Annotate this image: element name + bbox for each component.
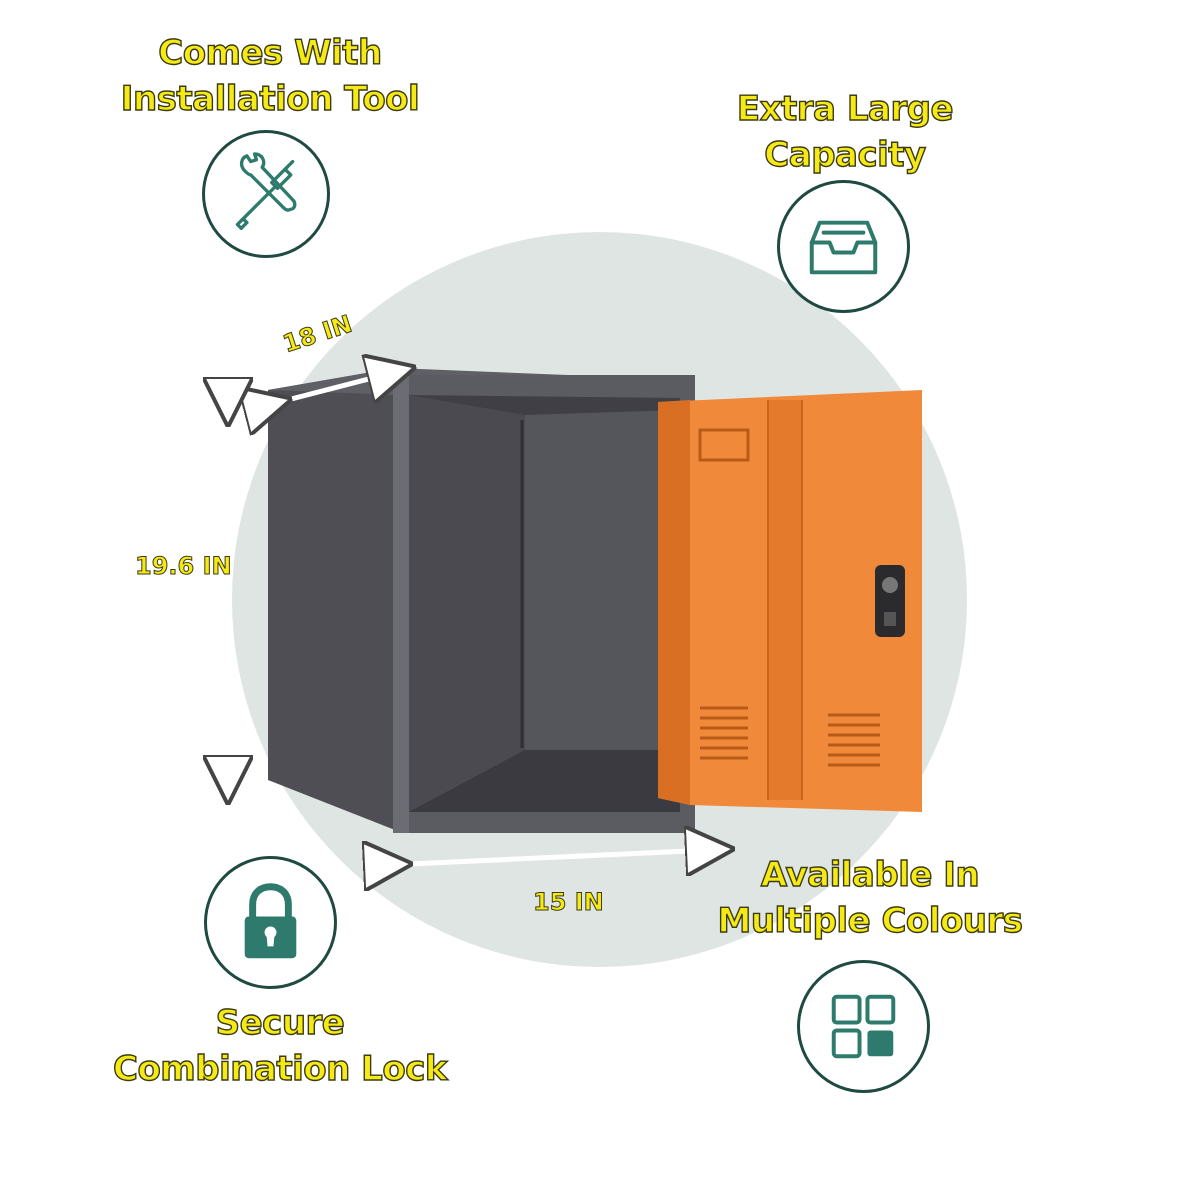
door-vent-right xyxy=(828,713,880,767)
feature-lock-text: Secure Combination Lock xyxy=(110,1000,450,1092)
height-label: 19.6 IN xyxy=(135,552,233,581)
wrench-screwdriver-icon xyxy=(235,152,297,230)
feature-capacity-text: Extra Large Capacity xyxy=(695,86,995,178)
feature-lock-line1: Secure xyxy=(215,1002,346,1043)
feature-capacity-line1: Extra Large xyxy=(736,88,954,129)
feature-capacity-icon-circle xyxy=(777,180,910,313)
locker-floor xyxy=(409,750,680,812)
feature-lock-icon-circle xyxy=(204,856,337,989)
width-label: 15 IN xyxy=(533,888,605,917)
feature-lock-line2: Combination Lock xyxy=(112,1048,448,1089)
door-vent-left xyxy=(700,706,748,760)
feature-colours-icon-circle xyxy=(797,960,930,1093)
padlock-icon xyxy=(244,883,297,959)
grid-squares-icon xyxy=(831,994,896,1059)
feature-colours-line1: Available In xyxy=(760,854,980,895)
depth-arrow xyxy=(268,373,392,405)
feature-colours-line2: Multiple Colours xyxy=(717,900,1024,941)
feature-tool-line2: Installation Tool xyxy=(120,78,420,119)
feature-colours-text: Available In Multiple Colours xyxy=(710,852,1030,944)
locker-side-panel xyxy=(268,368,395,830)
feature-installation-tool-text: Comes With Installation Tool xyxy=(120,30,420,122)
feature-tool-icon-circle xyxy=(202,130,330,258)
width-arrow xyxy=(388,850,710,865)
feature-tool-line1: Comes With xyxy=(158,32,383,73)
feature-capacity-line2: Capacity xyxy=(764,134,927,175)
fingerprint-lock xyxy=(875,565,905,637)
inbox-tray-icon xyxy=(809,220,878,275)
